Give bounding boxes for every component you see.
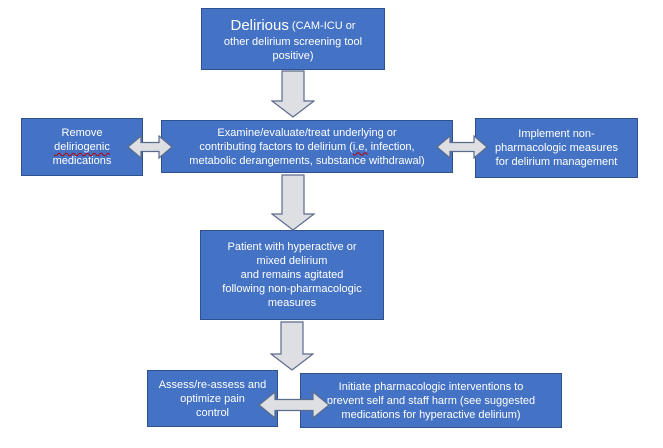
flow-box-line: prevent self and staff harm (see suggest… (326, 394, 536, 407)
flow-box-line: Initiate pharmacologic interventions to (338, 380, 524, 393)
flow-box-delirious: Delirious (CAM-ICU or other delirium scr… (201, 8, 385, 70)
flow-box-line: Assess/re-assess and (158, 378, 267, 391)
flow-box-line: positive) (272, 49, 314, 62)
flow-box-line: and remains agitated (240, 269, 344, 281)
flow-box-text: infection, (370, 140, 415, 153)
flow-box-line: metabolic derangements, substance withdr… (189, 154, 425, 167)
flow-box-line: medications (52, 155, 112, 167)
left-right-arrow (127, 135, 173, 159)
flow-box-patient-hyperactive: Patient with hyperactive or mixed deliri… (200, 230, 384, 320)
flow-box-line: Patient with hyperactive or (227, 241, 357, 253)
flow-box-line: deliriogenic (22, 140, 142, 154)
misspelled-word: deliriogenic (54, 141, 110, 153)
flow-box-line: optimize pain (180, 392, 245, 405)
flow-box-line: for delirium management (495, 156, 618, 168)
down-arrow (271, 70, 315, 118)
flow-box-implement-nonpharmacologic: Implement non- pharmacologic measures fo… (475, 118, 638, 178)
flow-box-line: Implement non- (518, 128, 595, 140)
flow-box-line: Remove (61, 127, 103, 139)
flow-box-line: mixed delirium (256, 255, 328, 267)
flow-box-line: measures (267, 297, 317, 309)
flow-box-line: Delirious (CAM-ICU or (202, 16, 384, 35)
flow-box-text: contributing factors to delirium ( (199, 140, 353, 153)
flow-box-line: Examine/evaluate/treat underlying or (217, 126, 397, 139)
flow-box-examine-factors: Examine/evaluate/treat underlying or con… (161, 120, 453, 173)
flow-box-line: pharmacologic measures (495, 142, 618, 154)
flow-box-initiate-pharmacologic: Initiate pharmacologic interventions to … (300, 373, 562, 428)
flow-box-line: control (195, 406, 230, 419)
flow-box-line: following non-pharmacologic (222, 283, 362, 295)
left-right-arrow (258, 391, 330, 419)
flow-box-text: (CAM-ICU or (291, 19, 356, 32)
flow-box-title: Delirious (230, 16, 289, 34)
flow-box-assess-pain: Assess/re-assess and optimize pain contr… (147, 370, 278, 427)
down-arrow (271, 174, 315, 231)
flow-box-remove-medications: Remove deliriogenic medications (21, 118, 143, 176)
flow-box-line: contributing factors to delirium (i.e, i… (162, 140, 452, 154)
misspelled-word: i.e, (352, 140, 368, 153)
flow-box-line: other delirium screening tool (223, 35, 363, 48)
left-right-arrow (436, 135, 488, 159)
flow-box-line: medications for hyperactive delirium) (341, 408, 521, 421)
down-arrow (270, 321, 314, 371)
